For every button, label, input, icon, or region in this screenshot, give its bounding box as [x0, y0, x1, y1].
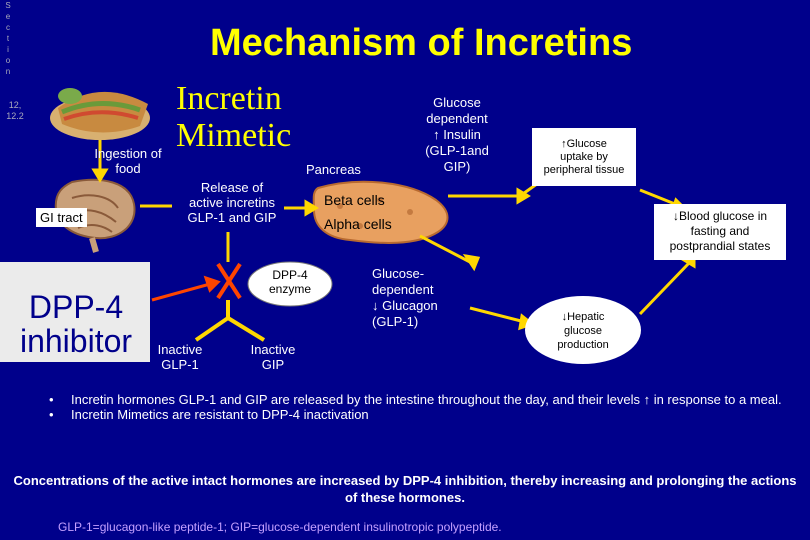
sandwich-illustration	[50, 88, 150, 140]
list-item: • Incretin Mimetics are resistant to DPP-…	[49, 407, 785, 422]
insulin-effect-label: Glucose dependent ↑ Insulin (GLP-1and GI…	[425, 95, 489, 174]
section-number: 12, 12.2	[6, 100, 24, 121]
pancreas-label: Pancreas	[306, 162, 361, 177]
glucose-uptake-box: ↑Glucose uptake by peripheral tissue	[532, 128, 636, 186]
list-item: • Incretin hormones GLP-1 and GIP are rel…	[49, 392, 785, 407]
bullet-icon: •	[49, 392, 54, 407]
section-letter: e	[5, 12, 11, 21]
beta-cells-label: Beta cells	[324, 192, 385, 208]
incretin-mimetic-label: Incretin Mimetic	[176, 80, 291, 154]
flow-arrows	[91, 140, 696, 331]
dpp4-cleavage	[194, 300, 266, 342]
pancreas-illustration	[312, 180, 449, 244]
mimetic-label: Mimetic	[176, 117, 292, 154]
incretin-label: Incretin	[176, 80, 282, 117]
inactive-gip-label: Inactive GIP	[250, 342, 296, 372]
alpha-cells-label: Alpha cells	[324, 216, 392, 232]
section-letter: t	[6, 34, 10, 43]
footnote-text: GLP-1=glucagon-like peptide-1; GIP=gluco…	[58, 520, 502, 534]
inactive-glp1-label: Inactive GLP-1	[157, 342, 203, 372]
section-letter: c	[6, 23, 10, 32]
dpp4-inhibitor-panel	[0, 262, 150, 362]
inhibit-x-icon	[216, 262, 242, 300]
blood-glucose-box: ↓Blood glucose in fasting and postprandi…	[654, 204, 786, 260]
note-text: Incretin Mimetics are resistant to DPP-4…	[71, 407, 369, 422]
hepatic-label: ↓Hepatic glucose production	[557, 311, 609, 351]
dpp4-inhibitor-label: DPP-4 inhibitor	[19, 289, 133, 359]
inhibitor-arrow	[151, 275, 221, 302]
page-title: Mechanism of Incretins	[210, 22, 633, 64]
section-letter: n	[5, 67, 11, 76]
gi-tract-label: GI tract	[36, 208, 87, 227]
section-letter: S	[5, 1, 11, 10]
section-sidebar: S e c t i o n	[0, 0, 16, 77]
dpp4-enzyme-shape	[247, 261, 333, 307]
notes-list: • Incretin hormones GLP-1 and GIP are rel…	[49, 392, 785, 422]
hepatic-shape	[525, 296, 641, 364]
ingestion-label: Ingestion of food	[94, 146, 162, 176]
bullet-icon: •	[49, 407, 54, 422]
section-letter: i	[7, 45, 9, 54]
note-text: Incretin hormones GLP-1 and GIP are rele…	[71, 392, 782, 407]
release-label: Release of active incretins GLP-1 and GI…	[187, 180, 277, 225]
conclusion-text: Concentrations of the active intact horm…	[13, 473, 797, 505]
dpp4-enzyme-label: DPP-4 enzyme	[268, 268, 312, 296]
glucagon-effect-label: Glucose- dependent ↓ Glucagon (GLP-1)	[372, 266, 438, 329]
section-letter: o	[5, 56, 11, 65]
